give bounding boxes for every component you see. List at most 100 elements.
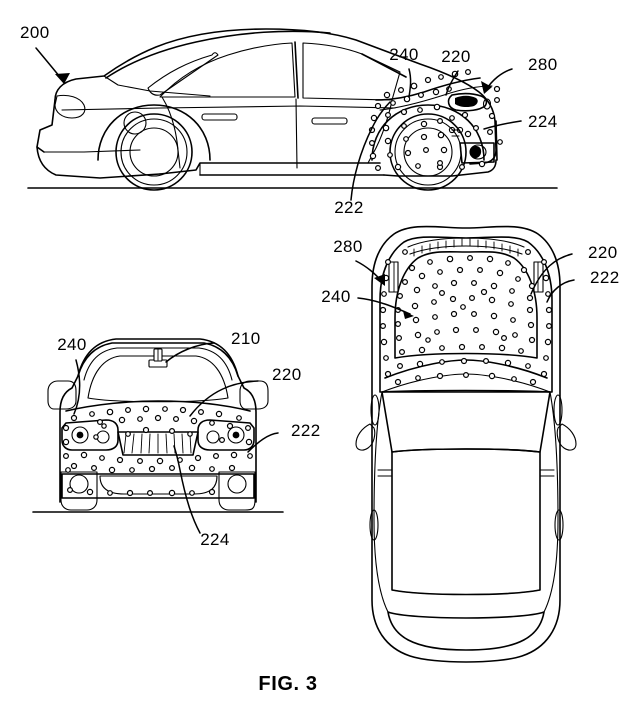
front-left-lamp-bulb-b [96,430,110,444]
side-fuel-cap [123,111,147,135]
front-left-lamp-bulb-a-core [76,431,84,439]
callout-240-side: 240 [389,45,419,98]
ref-210-front: 210 [231,329,261,348]
callout-280-side: 280 [481,55,558,94]
side-hood-shutline [379,85,493,111]
ref-240-front: 240 [57,335,87,354]
side-beltline [61,105,396,111]
top-rear-body-right [543,519,559,613]
front-view-group: 240 210 220 222 224 [32,329,320,549]
front-roof-antenna-210 [148,348,168,368]
side-front-door-glass [302,42,401,101]
front-grille-slats [123,433,192,454]
leader-240-side [408,68,412,98]
side-headlamp-outline [447,92,488,112]
ref-222-top: 222 [590,268,620,287]
leader-240-front [73,359,81,415]
side-rear-bumper-crease [43,149,141,153]
top-right-handle-front [553,394,563,426]
callout-220-front: 220 [189,365,302,417]
callout-220-side: 220 [441,47,471,96]
side-shoulder-crease [103,75,211,97]
ref-280-top: 280 [333,237,363,256]
side-rear-bumper-lower [36,146,161,179]
front-left-mirror [47,380,77,410]
front-right-headlamp [197,419,255,451]
callout-224-side: 224 [483,112,558,131]
side-coating-boundary-240 [375,77,481,101]
top-front-grille-slats [407,237,525,257]
side-front-wheelarch [371,104,485,161]
ref-240-top: 240 [321,287,351,306]
top-body-outline [371,225,561,663]
side-headlamp-fill [455,95,478,108]
top-right-headlamp [533,261,544,293]
ref-222-side: 222 [334,198,364,217]
side-front-door-handle [311,117,348,125]
side-vent-dot-b [456,126,464,134]
side-greenhouse-upper-rail [105,30,331,79]
top-left-handle-front [370,394,380,426]
side-front-bumper-bottom [383,159,497,177]
callout-240-top: 240 [321,287,414,319]
callout-210-front: 210 [165,329,261,363]
ref-224-side: 224 [528,112,558,131]
leader-224-side [483,120,522,130]
top-left-bodyside-upper [373,391,383,521]
side-rear-lamp [54,94,86,119]
side-rear-lower-body [36,99,56,153]
side-foglamp-fill [470,146,482,159]
top-right-bodyside-upper [549,391,559,521]
side-view-group: 200 240 220 280 224 [20,23,558,217]
ref-220-front: 220 [272,365,302,384]
leader-220-side [445,70,459,96]
front-right-tire [218,471,256,511]
front-coating-boundary-240 [65,400,251,412]
top-roof-panel [391,448,541,596]
callout-240-front: 240 [57,335,87,415]
arrowhead-280-top [374,274,385,286]
ref-200: 200 [20,23,50,42]
side-a-pillar [361,53,407,78]
front-right-lamp-bulb-a-core [232,431,240,439]
callout-222-side: 222 [334,101,391,217]
ref-240-side: 240 [389,45,419,64]
front-left-tire [60,471,98,511]
top-left-headlamp [388,261,399,293]
front-left-foglamp [69,474,89,494]
side-b-pillar [294,41,299,99]
front-roof-inner [83,347,233,381]
front-left-headlamp [61,419,119,451]
front-body-outline [59,342,257,503]
side-coating-dots-222 [368,68,503,172]
top-rear-deck [387,611,545,651]
arrowhead-200 [55,73,70,84]
top-right-mirror [556,423,577,451]
arrowhead-280-side [481,81,492,94]
top-view-group: 280 220 222 240 [321,225,620,663]
ref-224-front: 224 [200,530,230,549]
ref-220-side: 220 [441,47,471,66]
callout-222-front: 222 [247,421,320,453]
front-right-foglamp [227,474,247,494]
figure-label: FIG. 3 [258,673,317,695]
ref-280-side: 280 [528,55,558,74]
leader-222-top [546,279,575,303]
side-headlamp-corner-lens [482,98,492,110]
side-rear-tire-inner [120,118,188,186]
leader-210-front [165,342,215,363]
side-rear-door-glass [159,42,296,98]
callout-224-front: 224 [173,445,230,549]
front-bumper-center-pad [99,475,218,495]
side-front-fascia-edge [495,120,498,161]
side-rocker-line [159,162,381,175]
ref-220-top: 220 [588,243,618,262]
side-foglamp [469,144,487,160]
leader-220-front [189,380,259,417]
top-hood-panel [394,250,538,359]
callout-280-top: 280 [333,237,385,286]
leader-220-top [530,253,573,295]
top-windshield [381,389,551,453]
